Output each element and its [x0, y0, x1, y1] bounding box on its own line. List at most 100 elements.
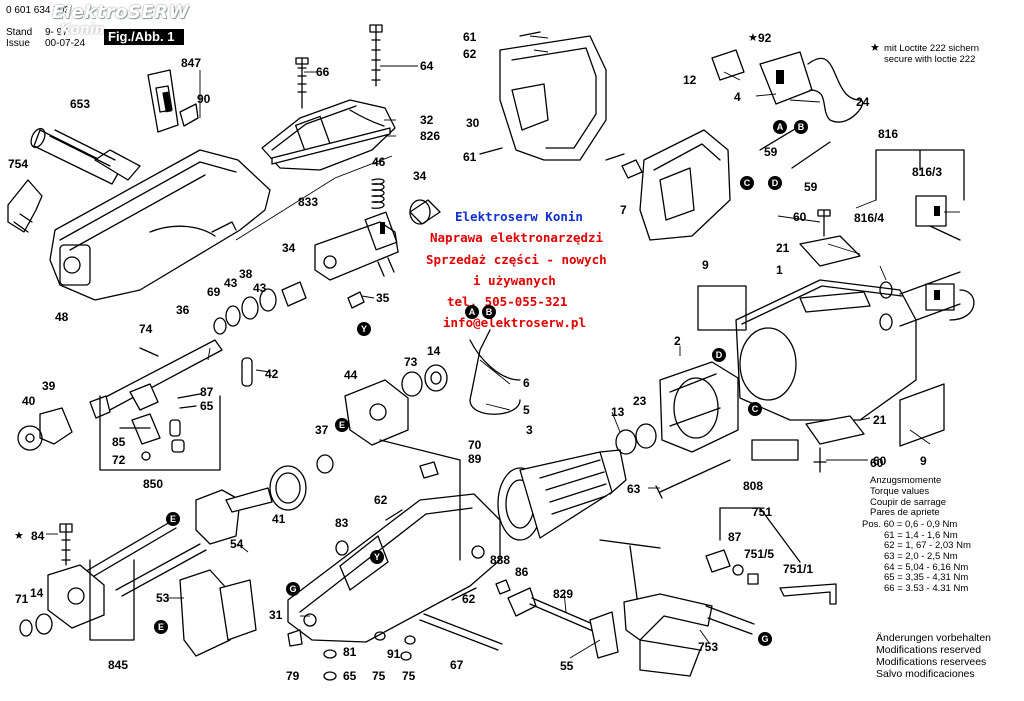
part-label: 54 — [230, 537, 244, 551]
plug-79 — [287, 629, 303, 647]
screw-65-bottom — [323, 671, 337, 681]
part-label: 850 — [143, 477, 164, 491]
part-label: 59 — [804, 180, 818, 194]
handle-half-30-right — [639, 129, 731, 241]
modifications-de: Änderungen vorbehalten — [876, 632, 992, 644]
hex-key-751-1 — [779, 583, 837, 605]
part-label: 63 — [627, 482, 641, 496]
part-label: 87 — [728, 530, 742, 544]
stator-2 — [659, 361, 739, 453]
part-label: 14 — [427, 344, 441, 358]
part-label: 32 — [420, 113, 434, 127]
part-label: 2 — [674, 334, 681, 348]
figure-label: Fig./Abb. 1 — [104, 29, 184, 45]
part-label: 39 — [42, 379, 56, 393]
torque-title-fr: Coupir de sarrage — [870, 497, 947, 508]
part-89 — [419, 461, 439, 479]
bearing-14 — [424, 364, 448, 392]
part-label: 85 — [112, 435, 126, 449]
modifications-fr: Modifications reservees — [876, 656, 987, 668]
part-label: 61 — [463, 30, 477, 44]
part-label: 829 — [553, 587, 574, 601]
pin-35 — [347, 291, 365, 309]
part-label: 12 — [683, 73, 697, 87]
washer-40 — [17, 425, 43, 451]
plunger-833 — [314, 211, 399, 281]
ring-71 — [19, 619, 33, 637]
part-label: 62 — [463, 47, 477, 61]
advert-title: Elektroserw Konin — [455, 209, 583, 224]
ring-43 — [225, 305, 241, 327]
part-label: 53 — [156, 591, 170, 605]
advert-email[interactable]: info@elektroserw.pl — [443, 315, 586, 330]
torque-row: 62 = 1, 67 - 2,03 Nm — [884, 540, 971, 551]
screws-87-65 — [177, 393, 201, 409]
torque-title-es: Pares de apriete — [870, 507, 940, 518]
marker-d: D — [768, 176, 782, 190]
part-label: 64 — [420, 59, 434, 73]
part-label: 23 — [633, 394, 647, 408]
rod-67 — [419, 613, 503, 651]
auxiliary-handle-653 — [30, 127, 141, 185]
marker-e: E — [154, 620, 168, 634]
part-label: 92 — [758, 31, 772, 45]
motor-housing-1 — [735, 279, 917, 421]
part-label: 89 — [468, 452, 482, 466]
advert-line-3: Sprzedaż części - nowych — [426, 252, 607, 267]
spring-46 — [371, 178, 385, 209]
part-label: 42 — [265, 367, 279, 381]
cable-6 — [469, 339, 521, 381]
part-label: 888 — [490, 553, 511, 567]
part-label: 71 — [15, 592, 29, 606]
leads-59 — [759, 125, 831, 169]
part-label: 3 — [526, 423, 533, 437]
armature-3 — [497, 449, 627, 541]
part-label: 21 — [873, 413, 887, 427]
part-label: 67 — [450, 658, 464, 672]
roller-37 — [316, 454, 334, 474]
bearing-23 — [635, 423, 657, 449]
issue-value: 00-07-24 — [45, 38, 86, 49]
part-label: 653 — [70, 97, 91, 111]
part-label: 75 — [372, 669, 386, 683]
label-9-top — [697, 285, 747, 331]
ring-69 — [213, 317, 227, 335]
part-label: 833 — [298, 195, 319, 209]
part-label: 21 — [776, 241, 790, 255]
part-label: 845 — [108, 658, 129, 672]
part-label: 34 — [413, 169, 427, 183]
switch-button-12 — [711, 49, 745, 81]
cover-21-bottom — [805, 415, 865, 445]
advert-phone[interactable]: tel. 505-055-321 — [447, 294, 568, 309]
advert-line-4: i używanych — [473, 273, 556, 288]
star-icon: ★ — [14, 529, 24, 542]
part-label: 73 — [404, 355, 418, 369]
part-label: 31 — [269, 608, 283, 622]
lever-55 — [589, 611, 619, 659]
screws-62 — [385, 509, 477, 601]
part-label: 808 — [743, 479, 764, 493]
part-label: 816/4 — [854, 211, 885, 225]
torque-row: 65 = 3,35 - 4,31 Nm — [884, 572, 969, 583]
hatch-fills — [162, 70, 940, 300]
part-label: 40 — [22, 394, 36, 408]
clamp-set-850 — [99, 383, 221, 471]
star-icon: ★ — [870, 41, 880, 54]
part-label: 5 — [523, 403, 530, 417]
nut-83 — [335, 540, 349, 556]
washer-81 — [323, 649, 337, 659]
part-label: 60 — [873, 454, 887, 468]
part-label: 24 — [856, 95, 870, 109]
marker-d: D — [712, 348, 726, 362]
torque-row: 66 = 3.53 - 4.31 Nm — [884, 583, 969, 594]
part-label: 60 — [870, 456, 884, 470]
gear-housing-48 — [49, 149, 271, 301]
switch-4 — [759, 51, 813, 105]
part-7 — [621, 159, 643, 179]
ring-43b — [259, 288, 277, 312]
part-label: 72 — [112, 453, 126, 467]
part-label: 61 — [463, 150, 477, 164]
stand-value: 9- 97 — [45, 27, 68, 38]
part-label: 66 — [316, 65, 330, 79]
part-label: 4 — [734, 90, 741, 104]
